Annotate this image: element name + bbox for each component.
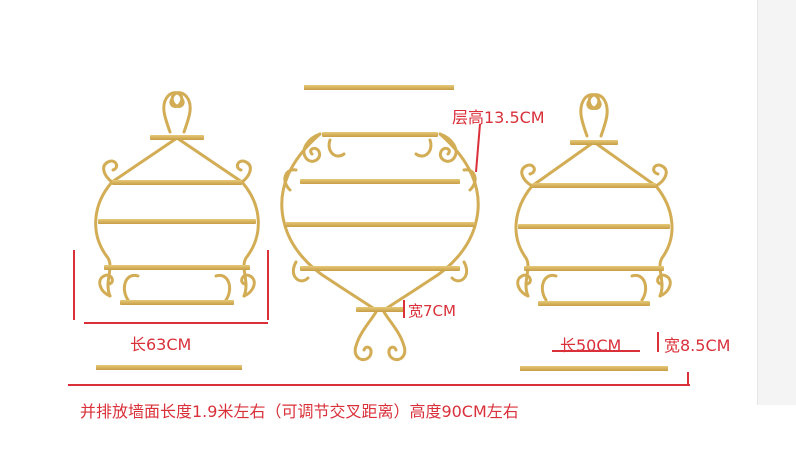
left-rack [94, 91, 260, 302]
middle-rack [280, 132, 480, 362]
right-side-panel [757, 0, 796, 405]
middle-shelf-top-view [304, 85, 454, 90]
installation-note: 并排放墙面长度1.9米左右（可调节交叉距离）高度90CM左右 [80, 402, 519, 421]
layer-height-label: 层高13.5CM [452, 108, 545, 127]
right-shelf-side-view [520, 366, 668, 371]
left-rack-shelves [98, 135, 256, 305]
width-8-5-label: 宽8.5CM [664, 336, 731, 355]
right-rack-shelves [518, 140, 670, 306]
annotation-lines [68, 123, 690, 386]
width-7-label: 宽7CM [408, 302, 456, 320]
middle-rack-shelves [285, 132, 475, 312]
left-shelf-side-view [96, 365, 242, 370]
length-50-label: 长50CM [560, 336, 622, 355]
right-rack [514, 93, 674, 302]
length-63-label: 长63CM [130, 335, 192, 354]
